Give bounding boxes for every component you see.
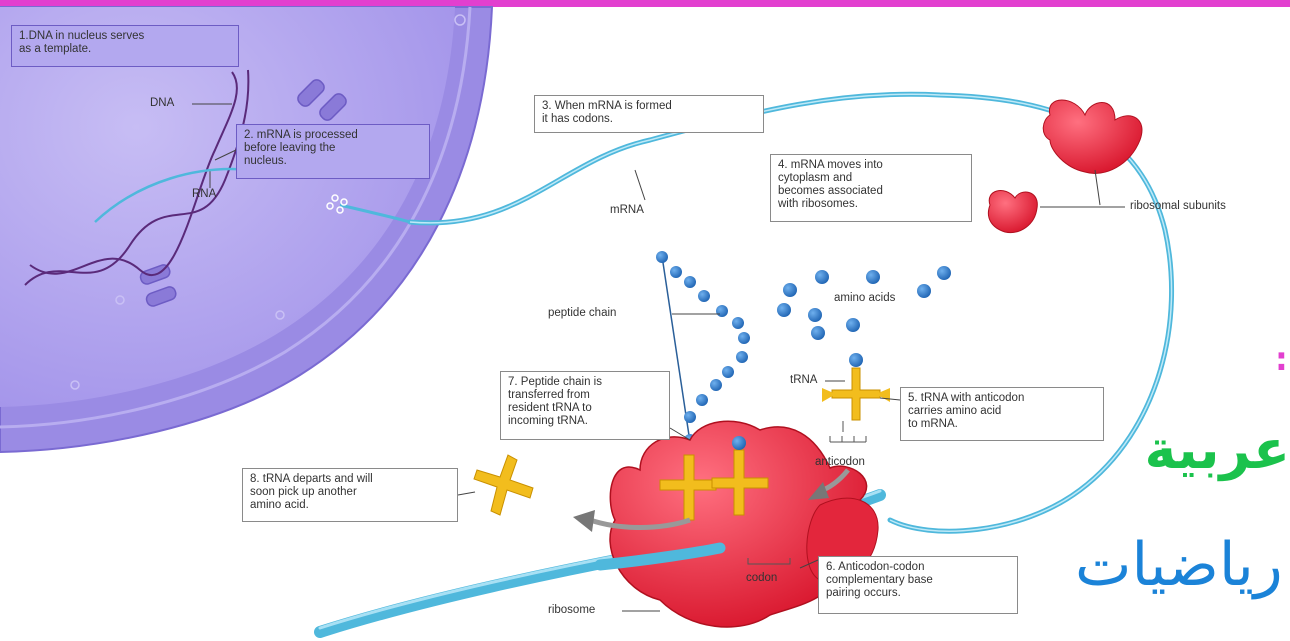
watermark-dot: :	[1275, 340, 1288, 378]
step-4-box: 4. mRNA moves into cytoplasm and becomes…	[770, 154, 972, 222]
trna-departing	[474, 455, 533, 515]
dna-label: DNA	[150, 97, 174, 109]
codon-label: codon	[746, 572, 777, 584]
amino-acid-on-trna	[732, 436, 746, 450]
trna-label: tRNA	[790, 374, 817, 386]
watermark-line-1: عربية	[1144, 418, 1290, 481]
step-5-box: 5. tRNA with anticodon carries amino aci…	[900, 387, 1104, 441]
step-8-box: 8. tRNA departs and will soon pick up an…	[242, 468, 458, 522]
top-bar	[0, 0, 1290, 7]
ribosome-label: ribosome	[548, 604, 595, 616]
step-2-box: 2. mRNA is processed before leaving the …	[236, 124, 430, 179]
depart-arrowhead	[573, 510, 595, 532]
step-3-box: 3. When mRNA is formed it has codons.	[534, 95, 764, 133]
ribosome-small-subunit	[988, 191, 1037, 233]
mrna-label: mRNA	[610, 204, 644, 216]
ribosomal-subunits-label: ribosomal subunits	[1130, 200, 1226, 212]
step-7-box: 7. Peptide chain is transferred from res…	[500, 371, 670, 440]
step-6-box: 6. Anticodon-codon complementary base pa…	[818, 556, 1018, 614]
amino-acids-label: amino acids	[834, 292, 895, 304]
peptide-chain-label: peptide chain	[548, 307, 616, 319]
mrna-label-leader	[635, 170, 645, 200]
peptide-chain-beads	[656, 251, 750, 446]
subunits-leader-1	[1095, 170, 1100, 205]
rna-label: RNA	[192, 188, 216, 200]
nucleus-inner	[0, 7, 455, 407]
step-1-box: 1.DNA in nucleus serves as a template.	[11, 25, 239, 67]
watermark-line-2: رياضيات	[1075, 530, 1283, 600]
anticodon-label: anticodon	[815, 456, 865, 468]
ribosome-large-subunit	[1043, 100, 1142, 173]
step8-leader	[458, 492, 475, 495]
trna-incoming	[822, 353, 890, 442]
